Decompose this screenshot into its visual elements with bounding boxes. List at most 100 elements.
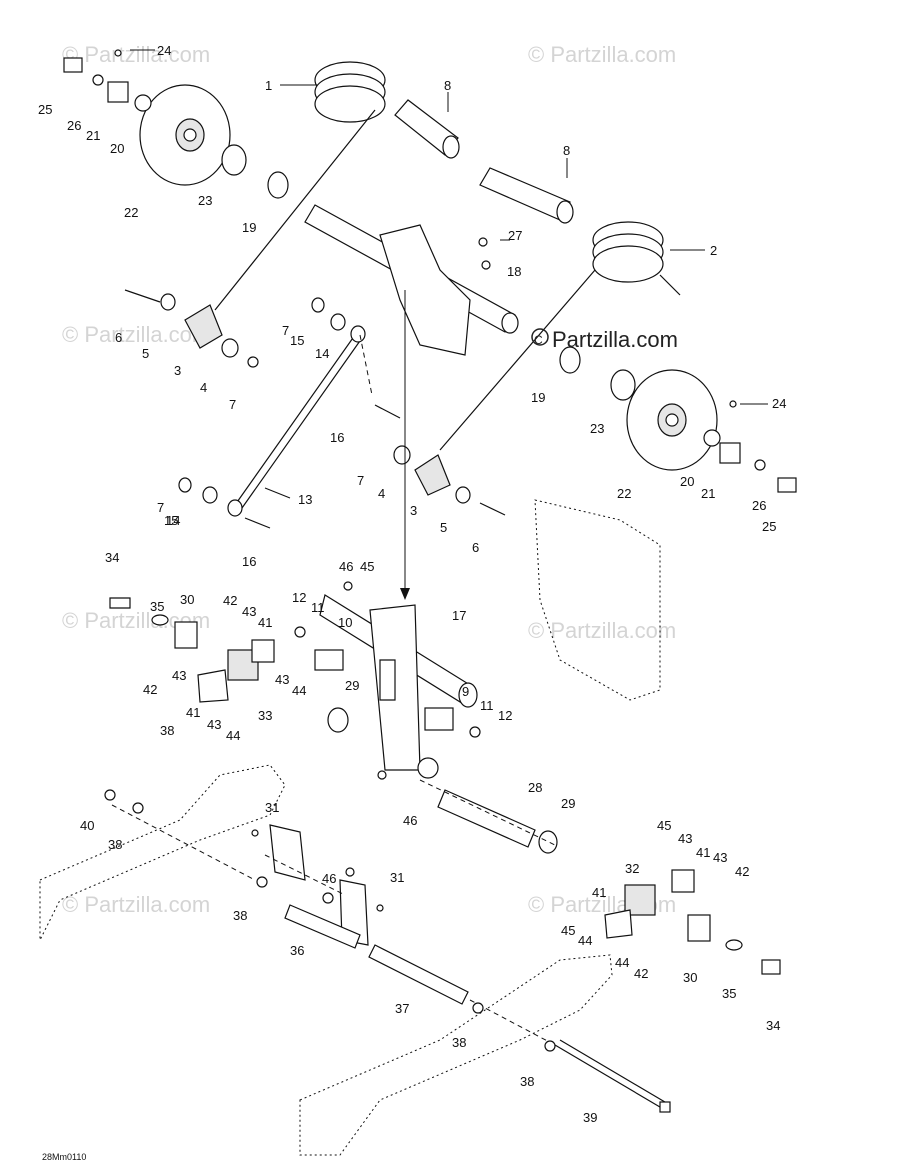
callout-label: 38 [233, 908, 247, 923]
callout-label: 28 [528, 780, 542, 795]
callout-label: 7 [282, 323, 289, 338]
callout-label: 30 [180, 592, 194, 607]
callout-label: 10 [338, 615, 352, 630]
callout-label: 43 [678, 831, 692, 846]
callout-label: 2 [710, 243, 717, 258]
callout-label: 3 [174, 363, 181, 378]
callout-label: 23 [590, 421, 604, 436]
callout-label: 36 [290, 943, 304, 958]
callout-label: 42 [735, 864, 749, 879]
upper-cross-shaft [304, 204, 519, 356]
partzilla-logo: C Partzilla.com [531, 327, 678, 352]
callout-label: 45 [360, 559, 374, 574]
callout-label: 42 [223, 593, 237, 608]
callout-label: 3 [410, 503, 417, 518]
slide-assembly-left [109, 597, 275, 703]
callout-label: 38 [452, 1035, 466, 1050]
watermark-text: © Partzilla.com [62, 42, 210, 67]
centre-lines [111, 334, 556, 1046]
callout-label: 41 [186, 705, 200, 720]
wheel-hardware-right [703, 429, 797, 493]
callout-label: 43 [275, 672, 289, 687]
watermark-text: © Partzilla.com [62, 322, 210, 347]
callout-label: 46 [339, 559, 353, 574]
callout-label: 44 [615, 955, 629, 970]
torsion-spring-left [214, 61, 386, 311]
callout-label: 12 [498, 708, 512, 723]
callout-label: 44 [578, 933, 592, 948]
callout-label: 20 [680, 474, 694, 489]
drawing-number: 28Mm0110 [42, 1152, 86, 1162]
callout-label: 26 [67, 118, 81, 133]
cam-left [160, 293, 259, 368]
hardware-marks [104, 49, 737, 1052]
callout-label: 29 [561, 796, 575, 811]
callout-label: 16 [330, 430, 344, 445]
callout-label: 26 [752, 498, 766, 513]
callout-label: 29 [345, 678, 359, 693]
callout-label: 12 [292, 590, 306, 605]
callout-label: 44 [226, 728, 240, 743]
callout-label: 32 [625, 861, 639, 876]
callout-label: 46 [322, 871, 336, 886]
callout-label: 17 [452, 608, 466, 623]
link-rod [178, 297, 366, 517]
callout-label: 40 [80, 818, 94, 833]
watermark-text: © Partzilla.com [62, 892, 210, 917]
callout-label: 6 [472, 540, 479, 555]
callout-label: 4 [200, 380, 207, 395]
spring-sleeve [479, 167, 574, 224]
watermark-text: © Partzilla.com [528, 42, 676, 67]
idler-wheel-left [139, 84, 289, 199]
callout-label: 14 [166, 513, 180, 528]
callout-label: 34 [766, 1018, 780, 1033]
callout-label: 11 [480, 698, 494, 713]
callout-label: 38 [520, 1074, 534, 1089]
frame-rails [39, 499, 661, 1156]
callout-label: 31 [265, 800, 279, 815]
watermark-text: © Partzilla.com [528, 618, 676, 643]
callout-label: 25 [762, 519, 776, 534]
callout-label: 7 [357, 473, 364, 488]
callout-label: 1 [265, 78, 272, 93]
callout-label: 44 [292, 683, 306, 698]
callout-label: 41 [592, 885, 606, 900]
callout-label: 23 [198, 193, 212, 208]
spring-sleeve [394, 99, 460, 159]
partzilla-logo-text: Partzilla.com [552, 327, 678, 352]
front-arm-hardware [294, 626, 481, 738]
leader-lines [130, 49, 768, 499]
callout-label: 38 [160, 723, 174, 738]
torsion-spring-right [439, 221, 681, 451]
callout-label: 46 [403, 813, 417, 828]
callout-label: 45 [657, 818, 671, 833]
callout-label: 22 [124, 205, 138, 220]
callout-label: 35 [722, 986, 736, 1001]
callout-label: 42 [143, 682, 157, 697]
callout-label: 38 [108, 837, 122, 852]
callout-label: 31 [390, 870, 404, 885]
front-arm [319, 594, 478, 779]
callout-label: 43 [172, 668, 186, 683]
callout-label: 18 [507, 264, 521, 279]
callout-label: 4 [378, 486, 385, 501]
callout-label: 43 [713, 850, 727, 865]
callout-layer: 1 2 3 3 4 4 5 5 6 6 7 7 7 7 8 8 9 10 11 … [38, 43, 786, 1125]
callout-label: 7 [229, 397, 236, 412]
callout-label: 6 [115, 330, 122, 345]
callout-label: 21 [86, 128, 100, 143]
callout-label: 35 [150, 599, 164, 614]
callout-label: 19 [531, 390, 545, 405]
idler-wheel-right [559, 346, 718, 471]
callout-label: 43 [207, 717, 221, 732]
watermark-layer: © Partzilla.com © Partzilla.com © Partzi… [62, 42, 676, 917]
callout-label: 11 [311, 600, 325, 615]
partzilla-logo-symbol: C [534, 333, 543, 347]
callout-label: 9 [462, 684, 469, 699]
callout-label: 8 [563, 143, 570, 158]
rear-arm-tube [437, 789, 558, 854]
callout-label: 20 [110, 141, 124, 156]
cam-bolts [124, 289, 506, 529]
callout-label: 33 [258, 708, 272, 723]
